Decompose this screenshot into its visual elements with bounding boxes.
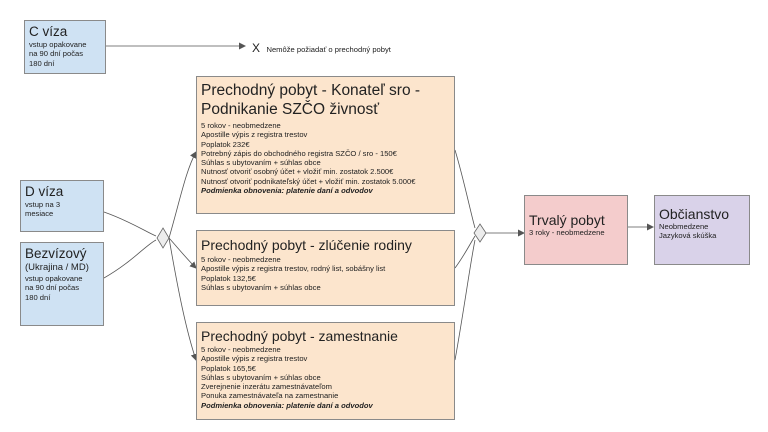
cross-mark-icon: X — [252, 41, 261, 55]
c-visa-line: vstup opakovane — [29, 40, 87, 49]
visa-free-box: Bezvízový (Ukrajina / MD) vstup opakovan… — [20, 242, 104, 326]
connector-visa-free-to-gateway — [103, 239, 157, 279]
family-stay-line: Poplatok 132,5€ — [201, 273, 256, 283]
citizenship-title: Občianstvo — [659, 206, 730, 222]
employment-stay-line: Zverejnenie inzerátu zamestnávateľom — [201, 382, 332, 392]
business-stay-title: Podnikanie SZČO živnosť — [201, 101, 380, 118]
merge-gateway-left — [156, 227, 170, 249]
visa-free-title: Bezvízový — [25, 246, 87, 261]
citizenship-line: Jazyková skúška — [659, 231, 717, 241]
d-visa-title: D víza — [25, 184, 64, 199]
visa-free-line: vstup opakovane — [25, 274, 83, 283]
business-stay-line: 5 rokov - neobmedzene — [201, 121, 281, 130]
business-stay-line: Súhlas s ubytovaním + súhlas obce — [201, 158, 321, 168]
business-stay-line: Potrebný zápis do obchodného registra SZ… — [201, 148, 397, 158]
arrow-gateway-to-business — [168, 151, 197, 239]
business-stay-line: Nutnosť otvoriť podnikateľský účet + vlo… — [201, 176, 416, 186]
c-visa-note: X Nemôže požiadať o prechodný pobyt — [252, 39, 391, 57]
connector-business-to-gateway — [454, 149, 476, 229]
visa-free-line: 180 dní — [25, 292, 51, 302]
business-stay-box: Prechodný pobyt - Konateľ sro - Podnikan… — [196, 76, 455, 214]
permanent-stay-line: 3 roky - neobmedzene — [529, 228, 605, 237]
connector-d-visa-to-gateway — [103, 211, 157, 237]
visa-free-subtitle: (Ukrajina / MD) — [25, 262, 89, 273]
employment-stay-line: Poplatok 165,5€ — [201, 363, 256, 373]
c-visa-note-text: Nemôže požiadať o prechodný pobyt — [266, 45, 391, 54]
family-stay-line: Apostille výpis z registra trestov, rodn… — [201, 264, 386, 274]
arrow-gateway-to-family — [168, 237, 197, 269]
visa-free-line: na 90 dní počas — [25, 283, 80, 293]
connector-employment-to-gateway — [454, 239, 476, 361]
employment-stay-line: Apostille výpis z registra trestov — [201, 354, 308, 364]
d-visa-line: mesiace — [25, 209, 54, 219]
business-stay-line: Apostille výpis z registra trestov — [201, 130, 308, 140]
merge-gateway-right — [473, 223, 487, 243]
family-stay-line: Súhlas s ubytovaním + súhlas obce — [201, 282, 321, 292]
employment-stay-line: Súhlas s ubytovaním + súhlas obce — [201, 372, 321, 382]
citizenship-box: Občianstvo Neobmedzene Jazyková skúška — [654, 195, 750, 265]
employment-stay-box: Prechodný pobyt - zamestnanie 5 rokov - … — [196, 322, 455, 420]
citizenship-line: Neobmedzene — [659, 222, 709, 231]
d-visa-line: vstup na 3 — [25, 200, 61, 209]
arrow-gateway-to-employment — [168, 237, 198, 361]
family-stay-line: 5 rokov - neobmedzene — [201, 255, 281, 264]
family-stay-box: Prechodný pobyt - zlúčenie rodiny 5 roko… — [196, 230, 455, 306]
permanent-stay-box: Trvalý pobyt 3 roky - neobmedzene — [524, 195, 628, 265]
employment-stay-line: Ponuka zamestnávateľa na zamestnanie — [201, 391, 339, 401]
connector-family-to-gateway — [454, 235, 476, 269]
c-visa-box: C víza vstup opakovane na 90 dní počas 1… — [24, 20, 106, 74]
c-visa-line: 180 dní — [29, 58, 55, 68]
business-stay-line: Nutnosť otvoriť osobný účet + vložiť min… — [201, 167, 394, 177]
business-stay-title: Prechodný pobyt - Konateľ sro - — [201, 82, 421, 99]
employment-stay-title: Prechodný pobyt - zamestnanie — [201, 328, 398, 344]
permanent-stay-title: Trvalý pobyt — [529, 212, 605, 228]
family-stay-title: Prechodný pobyt - zlúčenie rodiny — [201, 237, 412, 253]
business-stay-line: Poplatok 232€ — [201, 139, 250, 149]
d-visa-box: D víza vstup na 3 mesiace — [20, 180, 104, 232]
c-visa-line: na 90 dní počas — [29, 49, 84, 59]
c-visa-title: C víza — [29, 24, 68, 39]
employment-renewal-condition: Podmienka obnovenia: platenie daní a odv… — [201, 400, 373, 410]
business-renewal-condition: Podmienka obnovenia: platenie daní a odv… — [201, 186, 373, 196]
employment-stay-line: 5 rokov - neobmedzene — [201, 345, 281, 354]
